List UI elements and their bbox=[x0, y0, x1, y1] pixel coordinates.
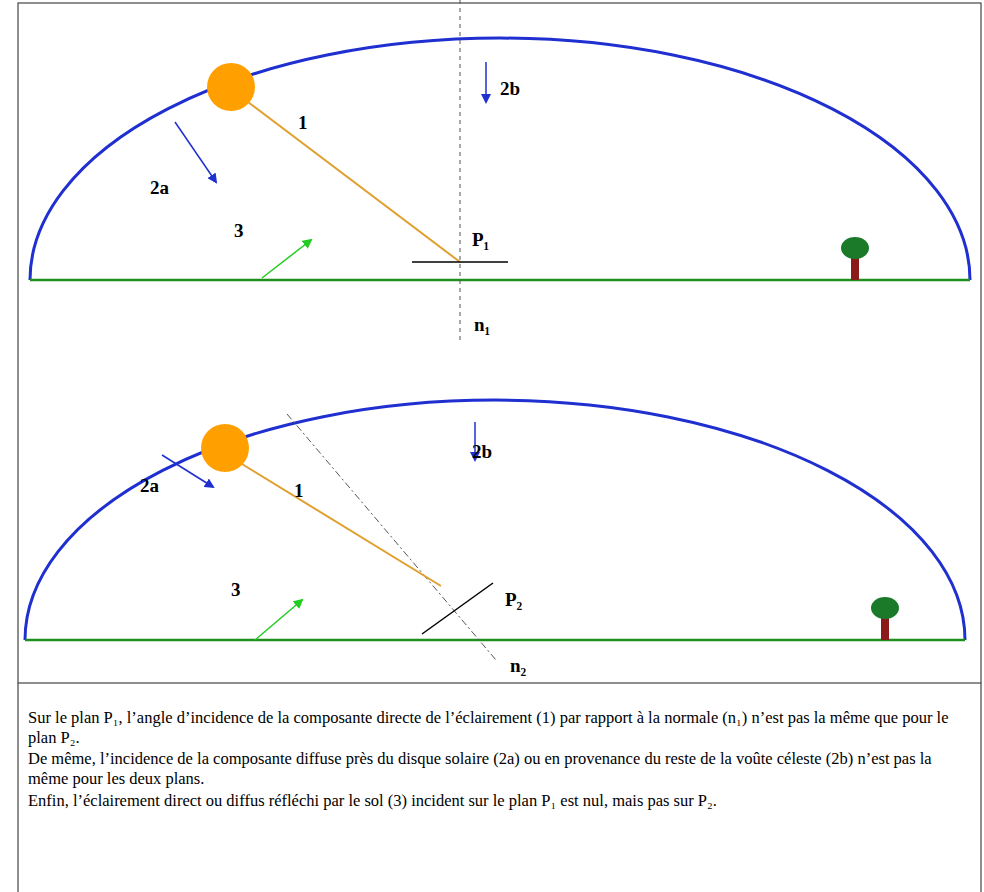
plane-name: P₁ bbox=[472, 230, 489, 249]
component-number: 3 bbox=[231, 580, 241, 599]
caption-text: Enfin, l’éclairement direct ou diffus ré… bbox=[28, 791, 958, 811]
normal-name: n₂ bbox=[510, 656, 526, 675]
ground bbox=[25, 639, 965, 642]
arrow bbox=[262, 240, 311, 278]
tree bbox=[851, 256, 859, 280]
component-number: 2a bbox=[140, 476, 159, 495]
plane bbox=[422, 583, 493, 634]
component-number: 2a bbox=[150, 178, 169, 197]
component-number: 3 bbox=[234, 221, 244, 240]
normal-name: n₁ bbox=[474, 315, 490, 334]
component-number: 2b bbox=[472, 442, 492, 461]
sky-vault bbox=[30, 38, 970, 280]
direct-ray bbox=[248, 102, 460, 262]
component-number: 1 bbox=[294, 481, 304, 500]
arrow bbox=[485, 62, 487, 102]
plane-name: P₂ bbox=[505, 590, 522, 609]
component-number: 2b bbox=[500, 79, 520, 98]
caption-text: De même, l’incidence de la composante di… bbox=[28, 749, 958, 789]
arrow bbox=[255, 600, 302, 640]
component-number: 1 bbox=[298, 113, 308, 132]
frame bbox=[18, 3, 981, 683]
arrow bbox=[162, 455, 213, 487]
sun bbox=[201, 424, 249, 472]
sky-vault bbox=[25, 400, 965, 640]
tree bbox=[841, 237, 869, 259]
sun bbox=[207, 63, 255, 111]
normal-line bbox=[460, 0, 461, 340]
arrow bbox=[175, 122, 216, 182]
ground bbox=[30, 279, 970, 282]
normal-line bbox=[287, 414, 496, 660]
direct-ray bbox=[242, 464, 441, 586]
tree bbox=[881, 616, 889, 640]
plane bbox=[412, 261, 508, 263]
tree bbox=[871, 597, 899, 619]
caption-text: Sur le plan P₁, l’angle d’incidence de l… bbox=[28, 708, 958, 748]
